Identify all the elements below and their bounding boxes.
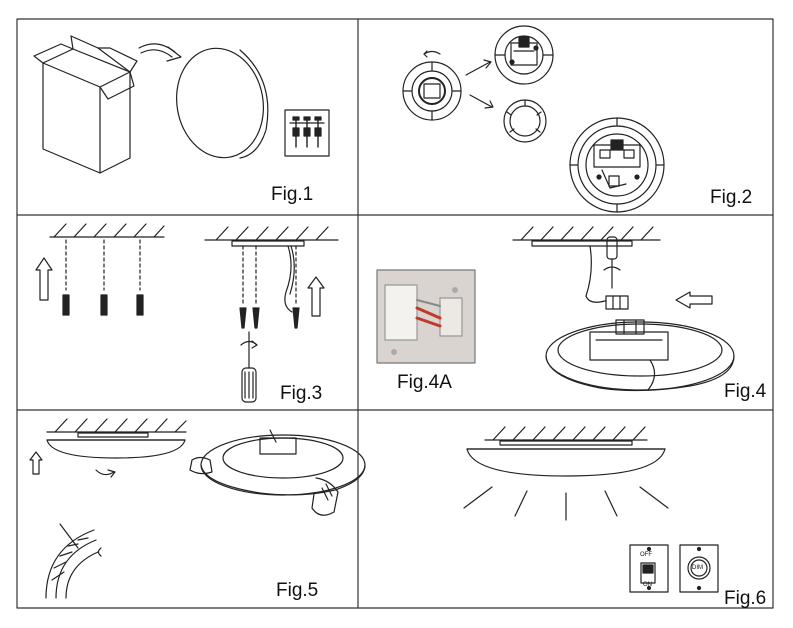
unpack-arrow-icon [138,43,182,62]
box-icon [33,35,138,174]
ceiling-icon [484,426,648,446]
screwdriver-icon [240,331,258,403]
ring-icon [503,99,547,143]
lamp-open-icon [545,319,735,392]
fig4-panel [376,226,735,392]
screw-icon [239,307,300,329]
screw-guide-lines [242,245,297,306]
fig3-panel [35,223,339,403]
lamp-closed-icon [46,439,186,459]
ceiling-icon [46,418,187,438]
base-disc-icon [494,25,554,85]
ceiling-icon [512,226,661,247]
light-rays-icon [463,486,669,521]
ceiling-plate-icon [204,226,339,247]
cable-icon [585,245,609,303]
switch-on-label: ON [643,582,652,588]
fig5-label: Fig.5 [276,580,319,601]
fig4a-label: Fig.4A [397,372,452,393]
up-arrow-icon [29,451,43,475]
fig5-panel [29,418,366,599]
dimmer-label: DIM [692,565,703,571]
fig6-panel [463,426,719,593]
rotate-arrow-icon [95,469,116,478]
cable-icon [284,245,295,313]
hand-icon [189,456,339,516]
fig6-label: Fig.6 [724,588,767,609]
fig1-label: Fig.1 [271,184,314,205]
drill-guide-lines [65,239,141,291]
fig4-label: Fig.4 [724,381,767,402]
base-detail-icon [569,117,665,213]
mounting-plate-icon [402,50,462,121]
up-arrow-icon [307,276,325,317]
dimmer-icon[interactable] [679,544,719,593]
arrow-icon [465,59,494,109]
ceiling-icon [49,223,165,238]
switch-icon[interactable] [629,544,669,593]
lamp-disc-icon [175,47,269,159]
lamp-installed-icon [466,448,666,477]
screw-pack-icon [284,109,330,157]
up-arrow-icon [35,257,53,301]
fig3-label: Fig.3 [280,383,323,404]
fig2-panel [402,25,665,213]
terminal-block-icon [605,295,629,310]
switch-off-label: OFF [640,552,652,558]
rim-detail-icon [45,523,102,599]
fig1-panel [33,35,330,174]
screwdriver-icon [603,236,621,289]
wall-anchor-icon [62,294,144,316]
panel-grid [16,18,774,609]
lamp-in-hands-icon [200,429,366,496]
terminal-photo-4a [376,269,476,364]
fig2-label: Fig.2 [710,187,753,208]
left-arrow-icon [675,291,713,309]
